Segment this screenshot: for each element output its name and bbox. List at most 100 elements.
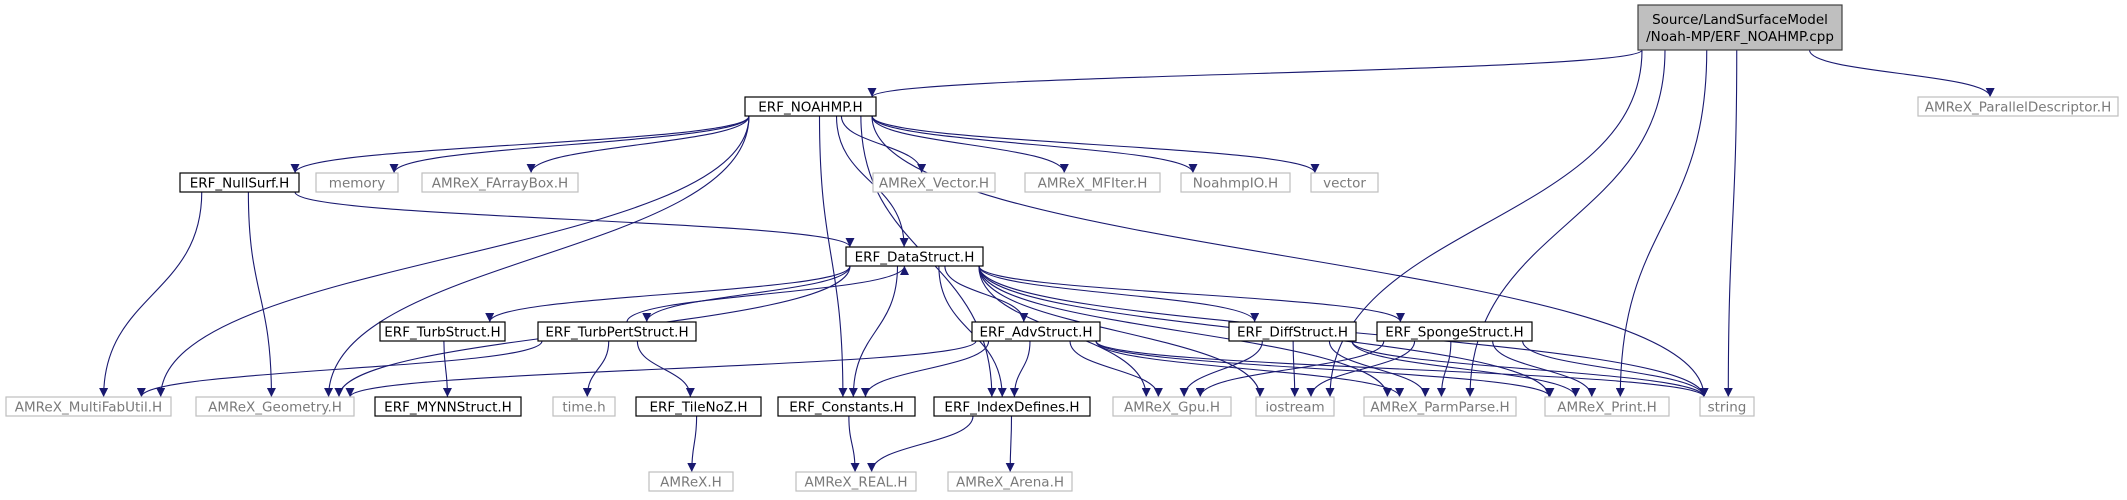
node-gpu: AMReX_Gpu.H — [1112, 396, 1232, 417]
node-layer: Source/LandSurfaceModel/Noah-MP/ERF_NOAH… — [5, 4, 2119, 492]
node-farraybox: AMReX_FArrayBox.H — [421, 172, 579, 193]
node-turbpert[interactable]: ERF_TurbPertStruct.H — [537, 321, 697, 342]
node-label: memory — [329, 176, 385, 192]
node-label: AMReX_Print.H — [1557, 400, 1656, 416]
edge-turbpert-to-multifab — [136, 340, 543, 398]
node-box — [537, 321, 697, 342]
edge-sponge-to-string — [1522, 340, 1709, 398]
node-nullsurf[interactable]: ERF_NullSurf.H — [179, 172, 300, 193]
node-timeh: time.h — [552, 396, 616, 417]
edge-advstruct-to-string — [1095, 340, 1709, 398]
node-constants[interactable]: ERF_Constants.H — [777, 396, 916, 417]
node-label: AMReX_Gpu.H — [1124, 400, 1220, 416]
node-string: string — [1699, 396, 1755, 417]
node-box — [872, 172, 996, 193]
edge-noahmph-to-memory — [389, 115, 750, 174]
edge-datastruct-to-iostream — [978, 265, 1265, 398]
edge-diffstruct-to-parmparse — [1328, 340, 1430, 398]
edge-noahmph-to-geometry — [324, 115, 750, 398]
node-box — [947, 471, 1073, 492]
node-label: ERF_NOAHMP.H — [758, 100, 862, 116]
edge-noahmph-to-constants — [818, 115, 848, 398]
node-box — [315, 172, 399, 193]
node-box — [1255, 396, 1335, 417]
node-diffstruct[interactable]: ERF_DiffStruct.H — [1228, 321, 1357, 342]
node-box — [1310, 172, 1379, 193]
node-label: vector — [1323, 176, 1366, 192]
node-iostream: iostream — [1255, 396, 1335, 417]
edge-turbstruct-to-mynn — [442, 340, 452, 398]
edge-indexdef-to-real — [867, 415, 974, 473]
node-vector: vector — [1310, 172, 1379, 193]
edge-sponge-to-iostream — [1306, 340, 1416, 398]
edge-root-to-string — [1723, 49, 1738, 398]
node-label: ERF_DataStruct.H — [855, 250, 975, 266]
node-label: AMReX_REAL.H — [804, 475, 907, 491]
edge-datastruct-to-indexdef — [938, 265, 1007, 398]
node-noahmpio: NoahmpIO.H — [1180, 172, 1291, 193]
edge-advstruct-to-indexdef — [1009, 340, 1031, 398]
node-label: AMReX_Arena.H — [956, 475, 1064, 491]
edge-advstruct-to-parmparse — [1095, 340, 1405, 398]
edge-noahmph-to-vectorh — [840, 115, 927, 174]
edge-constants-to-real — [848, 415, 860, 473]
edge-datastruct-to-sponge — [978, 265, 1405, 323]
node-datastruct[interactable]: ERF_DataStruct.H — [845, 246, 984, 267]
node-box — [374, 396, 522, 417]
edge-diffstruct-to-print — [1351, 340, 1580, 398]
edge-datastruct-to-turbstruct — [485, 265, 851, 323]
node-advstruct[interactable]: ERF_AdvStruct.H — [971, 321, 1101, 342]
node-sponge[interactable]: ERF_SpongeStruct.H — [1376, 321, 1533, 342]
edge-root-to-noahmph — [867, 49, 1643, 98]
edge-noahmph-to-string — [871, 115, 1709, 398]
edge-noahmph-to-nullsurf — [290, 115, 750, 174]
node-label: ERF_TurbPertStruct.H — [545, 325, 688, 341]
node-turbstruct[interactable]: ERF_TurbStruct.H — [379, 321, 506, 342]
node-box — [179, 172, 300, 193]
node-label: /Noah-MP/ERF_NOAHMP.cpp — [1646, 29, 1834, 45]
node-label: ERF_NullSurf.H — [190, 176, 289, 192]
node-label: Source/LandSurfaceModel — [1652, 12, 1828, 28]
edge-datastruct-to-turbpert — [642, 265, 851, 323]
node-mynn[interactable]: ERF_MYNNStruct.H — [374, 396, 522, 417]
edge-nullsurf-to-datastruct — [294, 191, 855, 248]
node-label: AMReX_Vector.H — [879, 176, 989, 192]
node-label: AMReX_ParallelDescriptor.H — [1925, 100, 2111, 116]
node-root[interactable]: Source/LandSurfaceModel/Noah-MP/ERF_NOAH… — [1637, 4, 1843, 51]
edge-noahmph-to-datastruct — [835, 115, 909, 248]
edge-tilenoz-to-amrexh — [687, 415, 698, 473]
node-box — [1228, 321, 1357, 342]
node-label: ERF_DiffStruct.H — [1237, 325, 1348, 341]
edge-sponge-to-gpu — [1195, 340, 1385, 398]
edge-advstruct-to-constants — [860, 340, 990, 398]
node-box — [421, 172, 579, 193]
node-label: ERF_AdvStruct.H — [979, 325, 1092, 341]
edge-advstruct-to-gpu — [1069, 340, 1163, 398]
node-box — [1112, 396, 1232, 417]
edge-noahmph-to-multifab — [156, 115, 750, 398]
node-label: ERF_TurbStruct.H — [384, 325, 500, 341]
node-box — [845, 246, 984, 267]
node-label: ERF_SpongeStruct.H — [1385, 325, 1523, 341]
node-box — [1917, 96, 2119, 117]
node-vectorh: AMReX_Vector.H — [872, 172, 996, 193]
node-box — [744, 96, 877, 117]
node-box — [777, 396, 916, 417]
node-box — [635, 396, 762, 417]
edge-noahmph-to-farraybox — [526, 115, 750, 174]
node-label: AMReX_MFIter.H — [1038, 176, 1148, 192]
node-indexdef[interactable]: ERF_IndexDefines.H — [933, 396, 1091, 417]
node-box — [933, 396, 1091, 417]
edge-nullsurf-to-geometry — [247, 191, 276, 398]
node-box — [1024, 172, 1161, 193]
node-box — [1376, 321, 1533, 342]
node-box — [195, 396, 355, 417]
node-real: AMReX_REAL.H — [795, 471, 917, 492]
edge-root-to-pardesc — [1808, 49, 1995, 98]
node-noahmph[interactable]: ERF_NOAHMP.H — [744, 96, 877, 117]
node-tilenoz[interactable]: ERF_TileNoZ.H — [635, 396, 762, 417]
edge-root-to-parmparse — [1465, 49, 1666, 398]
edge-sponge-to-parmparse — [1436, 340, 1452, 398]
node-box — [1363, 396, 1517, 417]
node-box — [5, 396, 172, 417]
